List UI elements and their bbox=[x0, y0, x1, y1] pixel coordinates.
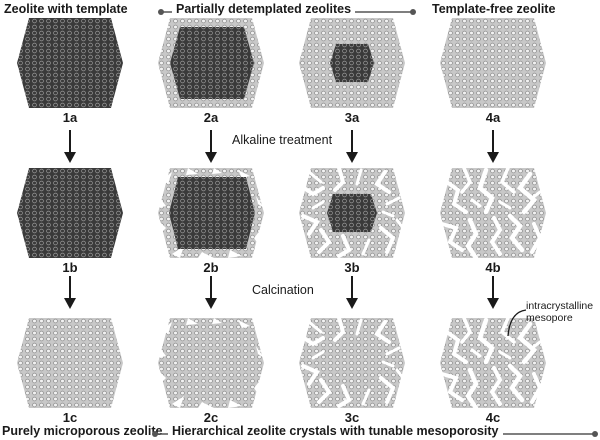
label-4c: 4c bbox=[485, 410, 501, 425]
footer-left-label: Purely microporous zeolite bbox=[2, 424, 163, 438]
header-center-label: Partially detemplated zeolites bbox=[172, 2, 356, 16]
label-4a: 4a bbox=[485, 110, 501, 125]
crystal-1c bbox=[17, 318, 123, 408]
crystal-3b bbox=[299, 166, 405, 258]
crystal-1b bbox=[17, 168, 123, 258]
arrow-down-icon bbox=[342, 130, 362, 164]
label-2c: 2c bbox=[203, 410, 219, 425]
arrow-down-icon bbox=[483, 130, 503, 164]
crystal-4c bbox=[440, 316, 546, 411]
annotation-leader-line bbox=[507, 309, 527, 337]
crystal-4a bbox=[440, 18, 546, 108]
arrow-down-icon bbox=[201, 130, 221, 164]
arrow-down-icon bbox=[483, 276, 503, 310]
label-4b: 4b bbox=[485, 260, 501, 275]
label-1c: 1c bbox=[62, 410, 78, 425]
header-right-label: Template-free zeolite bbox=[432, 2, 556, 16]
label-2a: 2a bbox=[203, 110, 219, 125]
arrow-down-icon bbox=[60, 276, 80, 310]
label-1a: 1a bbox=[62, 110, 78, 125]
label-1b: 1b bbox=[62, 260, 78, 275]
label-3c: 3c bbox=[344, 410, 360, 425]
arrow-down-icon bbox=[342, 276, 362, 310]
crystal-1a bbox=[17, 18, 123, 108]
mesopore-annotation: intracrystalline mesopore bbox=[526, 300, 594, 324]
label-2b: 2b bbox=[203, 260, 219, 275]
step-calcination: Calcination bbox=[252, 283, 314, 297]
crystal-2b bbox=[158, 168, 264, 258]
footer-right-label: Hierarchical zeolite crystals with tunab… bbox=[168, 424, 503, 438]
arrow-down-icon bbox=[201, 276, 221, 310]
label-3b: 3b bbox=[344, 260, 360, 275]
header-left-label: Zeolite with template bbox=[4, 2, 128, 16]
label-3a: 3a bbox=[344, 110, 360, 125]
crystal-3a bbox=[299, 18, 405, 108]
crystal-2c bbox=[158, 318, 264, 408]
step-alkaline-treatment: Alkaline treatment bbox=[232, 133, 333, 147]
crystal-4b bbox=[440, 166, 546, 261]
crystal-3c bbox=[299, 316, 405, 408]
crystal-2a bbox=[158, 18, 264, 108]
arrow-down-icon bbox=[60, 130, 80, 164]
